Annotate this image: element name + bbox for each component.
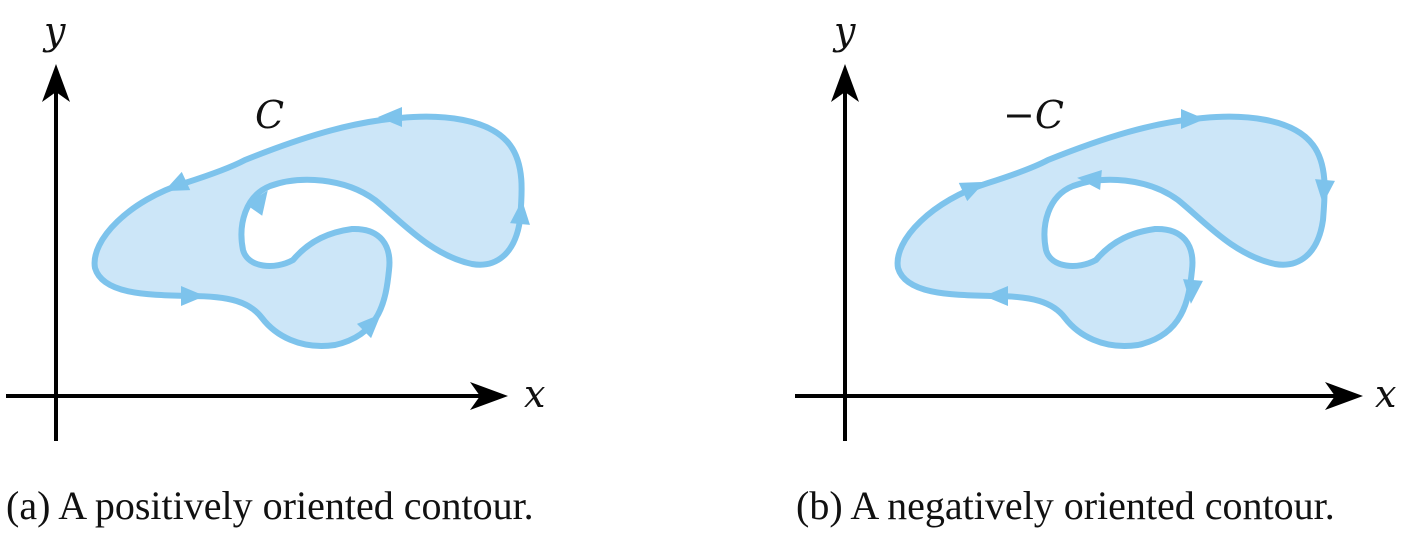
y-axis-label: y <box>834 9 856 53</box>
x-axis-label: x <box>1375 372 1397 416</box>
direction-arrow <box>181 286 205 306</box>
x-axis-arrowhead <box>470 382 508 410</box>
contour-minus-c <box>894 113 1328 349</box>
y-axis-arrowhead <box>42 64 70 102</box>
x-axis-label: x <box>524 372 546 416</box>
direction-arrow <box>1183 279 1203 304</box>
x-axis-arrowhead <box>1325 382 1363 410</box>
direction-arrow <box>984 286 1008 306</box>
direction-arrow <box>510 200 530 225</box>
direction-arrow <box>1077 170 1102 190</box>
contour-c <box>91 113 525 349</box>
direction-arrow <box>1315 179 1335 204</box>
y-axis-label: y <box>44 9 66 53</box>
diagram-negative-contour <box>795 64 1363 441</box>
panel-negative-contour: y x −C (b) A negatively oriented contour… <box>703 0 1406 534</box>
diagram-positive-contour <box>6 64 530 441</box>
curve-label: C <box>255 93 285 137</box>
direction-arrow <box>378 107 402 127</box>
curve-label: −C <box>1003 93 1064 137</box>
y-axis-arrowhead <box>831 64 859 102</box>
direction-arrow <box>164 171 191 192</box>
direction-arrow <box>1181 109 1205 129</box>
direction-arrow <box>958 181 985 202</box>
direction-arrow <box>245 190 268 216</box>
caption: (a) A positively oriented contour. <box>6 483 534 528</box>
panel-positive-contour: y x C (a) A positively oriented contour. <box>6 9 546 528</box>
direction-arrow <box>356 314 381 339</box>
caption: (b) A negatively oriented contour. <box>796 483 1335 528</box>
